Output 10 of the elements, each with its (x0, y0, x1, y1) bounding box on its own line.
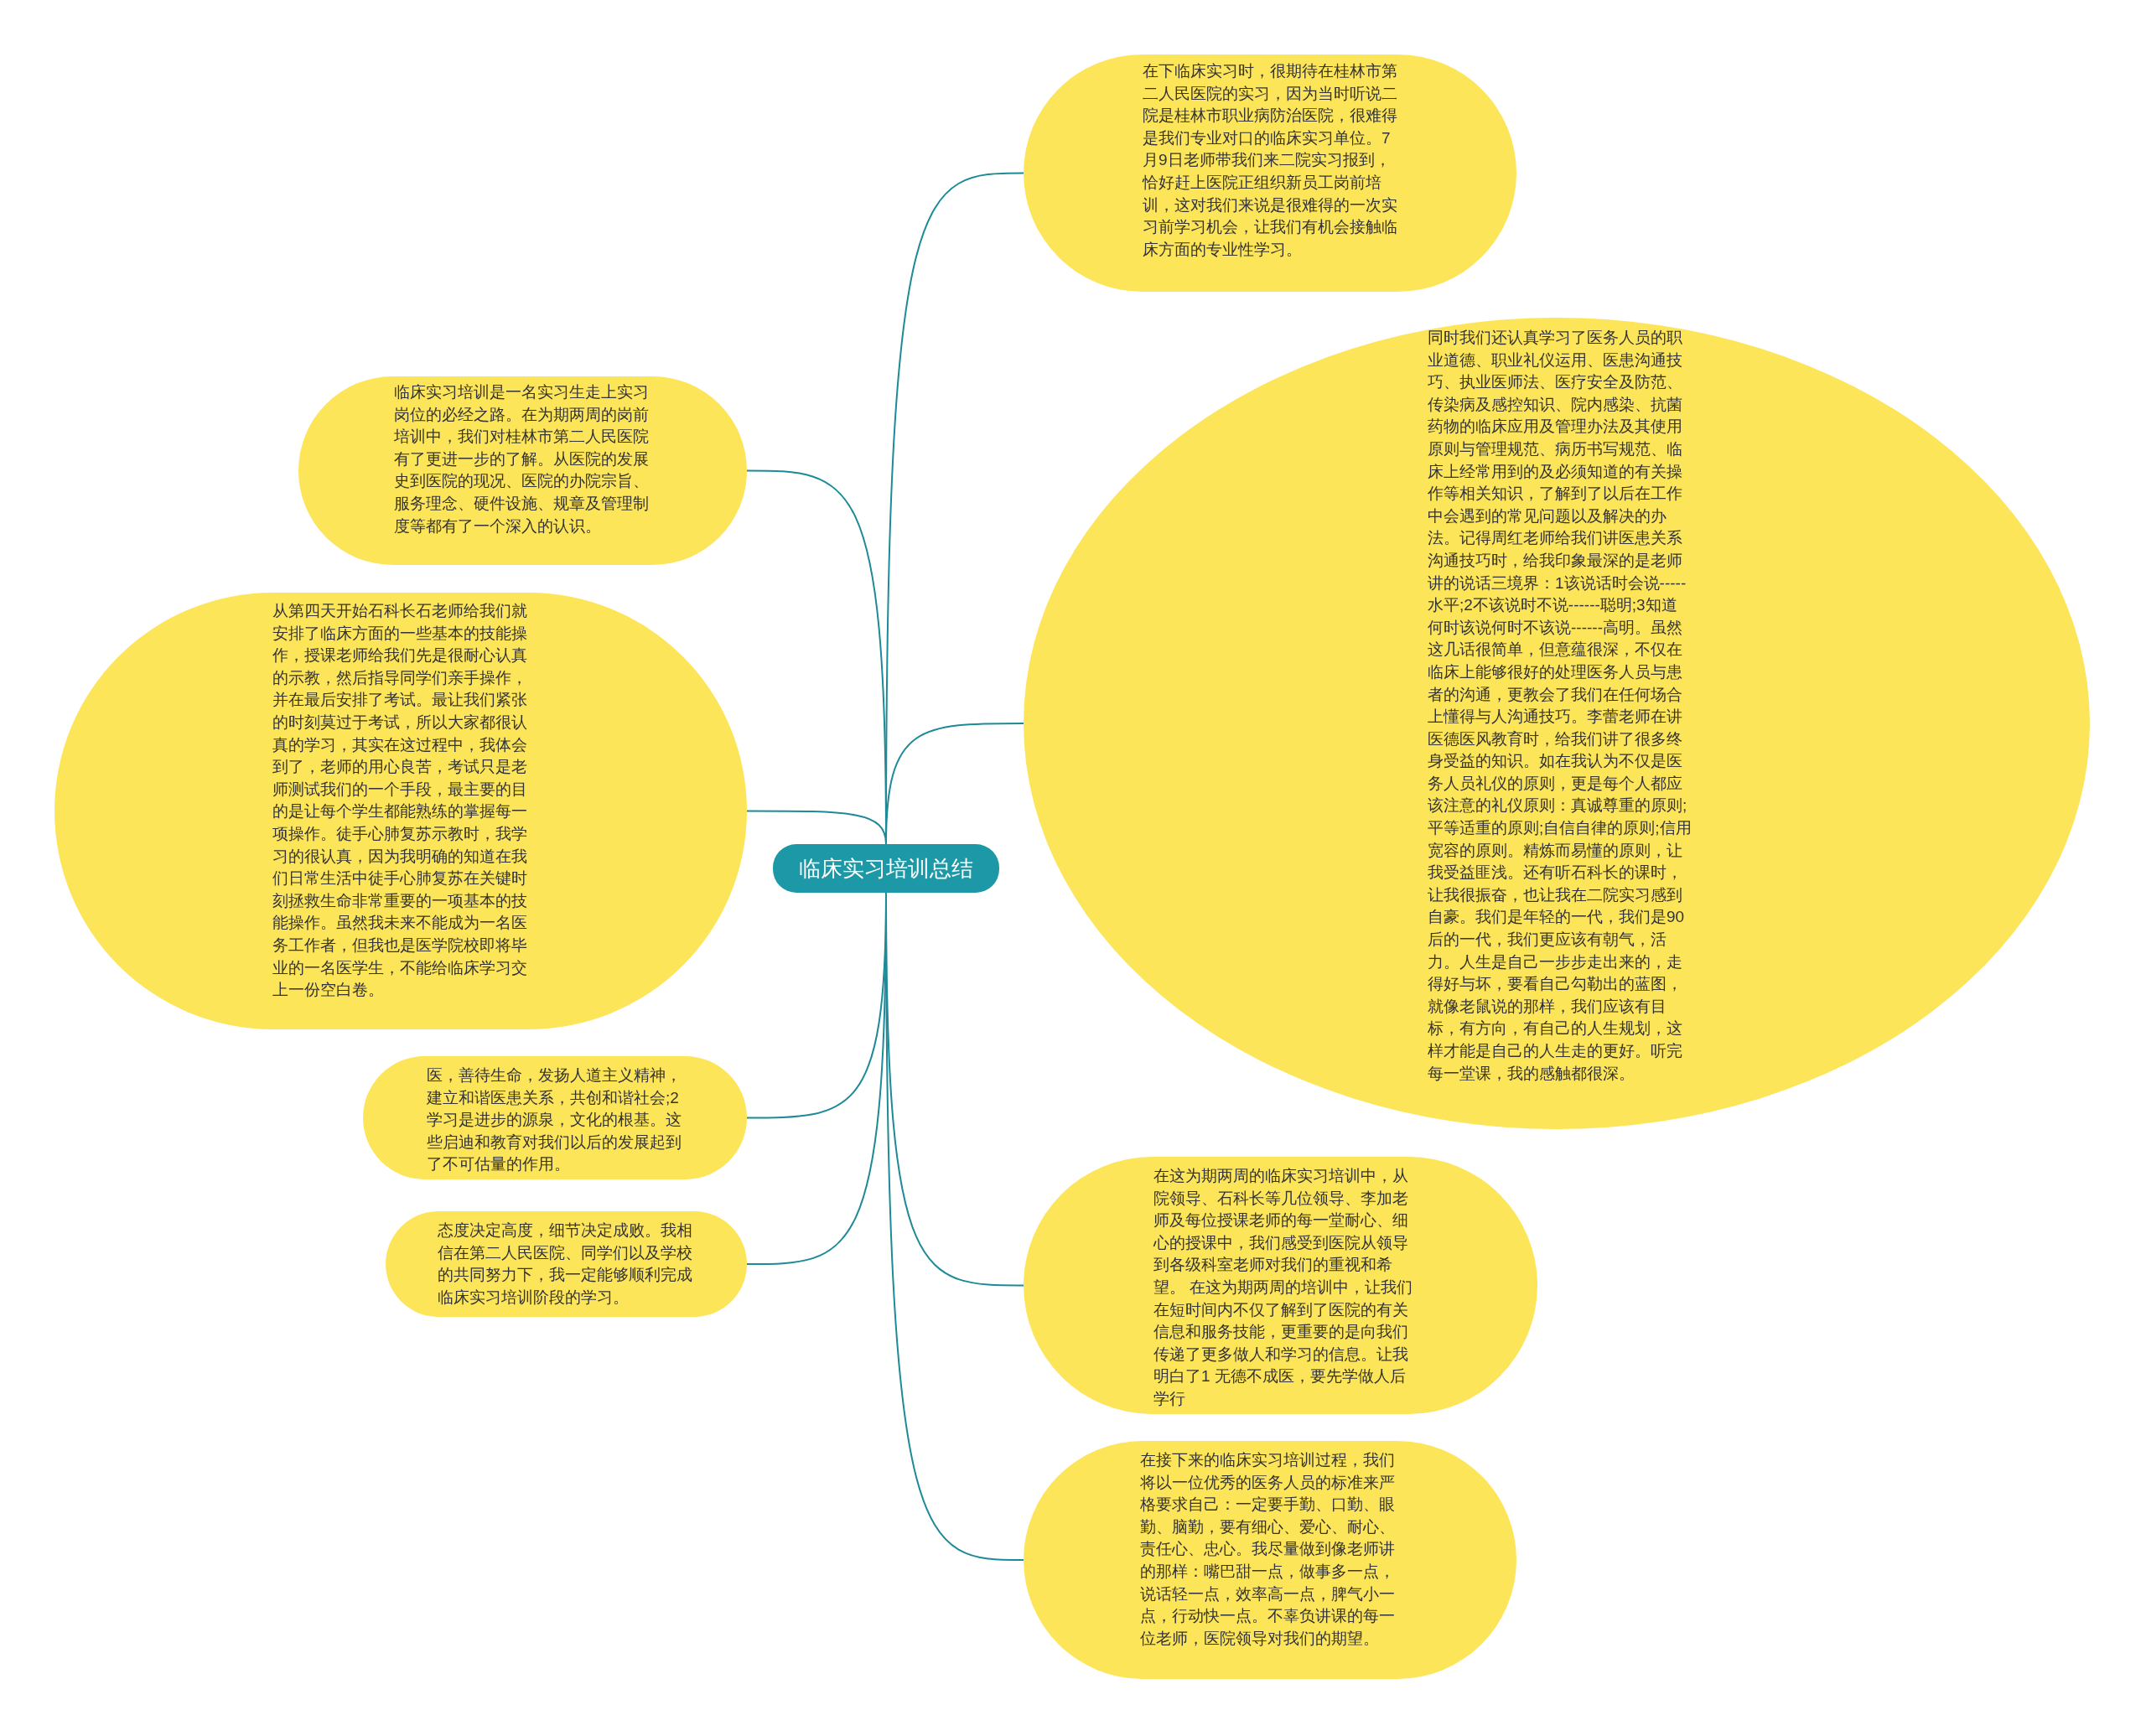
bubble-paragraph: 在这为期两周的临床实习培训中，从院领导、石科长等几位领导、李加老师及每位授课老师的每一堂耐心、细心的授课中，我们感受到医院从领导到各级科室老师对我们的重视和希望。 在这为期两周的培训中，让我们在短时间内不仅了解到了医院的有关信息和服务技能，更重要的是向我们传递了更多做人和学习的信息。让我明白了1 无德不成医，要先学做人后学行 (1153, 1166, 1413, 1409)
bubble-paragraph: 在接下来的临床实习培训过程，我们将以一位优秀的医务人员的标准来严格要求自己：一定要手勤、口勤、眼勤、脑勤，要有细心、爱心、耐心、责任心、忠心。我尽量做到像老师讲的那样：嘴巴甜一点，做事多一点，说话轻一点，效率高一点，脾气小一点，行动快一点。不辜负讲课的每一位老师，医院领导对我们的期望。 (1140, 1450, 1396, 1649)
bubble-paragraph: 态度决定高度，细节决定成败。我相信在第二人民医院、同学们以及学校的共同努力下，我一定能够顺利完成临床实习培训阶段的学习。 (438, 1220, 693, 1308)
topic-title: 临床实习培训总结 (799, 854, 973, 883)
bubble-paragraph: 同时我们还认真学习了医务人员的职业道德、职业礼仪运用、医患沟通技巧、执业医师法、医疗安全及防范、传染病及感控知识、院内感染、抗菌药物的临床应用及管理办法及其使用原则与管理规范、病历书写规范、临床上经常用到的及必须知道的有关操作等相关知识，了解到了以后在工作中会遇到的常见问题以及解决的办法。记得周红老师给我们讲医患关系沟通技巧时，给我印象最深的是老师讲的说话三境界：1该说话时会说-----水平;2不该说时不说------聪明;3知道何时该说何时不该说------高明。虽然这几话很简单，但意蕴很深，不仅在临床上能够很好的处理医务人员与患者的沟通，更教会了我们在任何场合上懂得与人沟通技巧。李蕾老师在讲医德医风教育时，给我们讲了很多终身受益的知识。如在我认为不仅是医务人员礼仪的原则，更是每个人都应该注意的礼仪原则：真诚尊重的原则;平等适重的原则;自信自律的原则;信用宽容的原则。精炼而易懂的原则，让我受益匪浅。还有听石科长的课时，让我很振奋，也让我在二院实习感到自豪。我们是年轻的一代，我们是90后的一代，我们更应该有朝气，活力。人生是自己一步步走出来的，走得好与坏，要看自己勾勒出的蓝图，就像老鼠说的那样，我们应该有目标，有方向，有自己的人生规划，这样才能是自己的人生走的更好。听完每一堂课，我的感触都很深。 (1428, 328, 1692, 1084)
topic-box (773, 844, 999, 893)
bubble-paragraph: 医，善待生命，发扬人道主义精神，建立和谐医患关系，共创和谐社会;2 学习是进步的源泉，文化的根基。这些启迪和教育对我们以后的发展起到了不可估量的作用。 (427, 1065, 682, 1175)
bubble-paragraph: 从第四天开始石科长石老师给我们就安排了临床方面的一些基本的技能操作，授课老师给我们先是很耐心认真的示教，然后指导同学们亲手操作，并在最后安排了考试。最让我们紧张的时刻莫过于考试，所以大家都很认真的学习，其实在这过程中，我体会到了，老师的用心良苦，考试只是老师测试我们的一个手段，最主要的目的是让每个学生都能熟练的掌握每一项操作。徒手心肺复苏示教时，我学习的很认真，因为我明确的知道在我们日常生活中徒手心肺复苏在关键时刻拯救生命非常重要的一项基本的技能操作。虽然我未来不能成为一名医务工作者，但我也是医学院校即将毕业的一名医学生，不能给临床学习交上一份空白卷。 (272, 601, 528, 1001)
bubble-paragraph: 临床实习培训是一名实习生走上实习岗位的必经之路。在为期两周的岗前培训中，我们对桂林市第二人民医院有了更进一步的了解。从医院的发展史到医院的现况、医院的办院宗旨、服务理念、硬件设施、规章及管理制度等都有了一个深入的认识。 (394, 382, 650, 536)
bubble-paragraph: 在下临床实习时，很期待在桂林市第二人民医院的实习，因为当时听说二院是桂林市职业病防治医院，很难得是我们专业对口的临床实习单位。7月9日老师带我们来二院实习报到，恰好赶上医院正组织新员工岗前培训，这对我们来说是很难得的一次实习前学习机会，让我们有机会接触临床方面的专业性学习。 (1143, 61, 1398, 260)
